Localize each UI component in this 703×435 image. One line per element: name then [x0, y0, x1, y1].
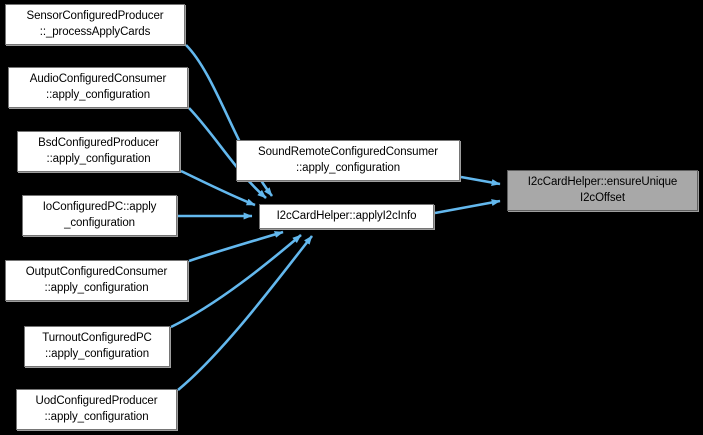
- node-label: SensorConfiguredProducer ::_processApply…: [26, 10, 164, 38]
- node-label: TurnoutConfiguredPC ::apply_configuratio…: [42, 332, 152, 360]
- node-label: UodConfiguredProducer ::apply_configurat…: [35, 395, 158, 423]
- edge-turnout-to-applyi2cinfo: [170, 234, 302, 329]
- edge-uod-to-applyi2cinfo: [177, 235, 314, 391]
- node-turnout-configured-pc[interactable]: TurnoutConfiguredPC ::apply_configuratio…: [24, 326, 170, 367]
- edge-applyi2cinfo-to-ensureunique: [434, 199, 501, 215]
- node-label: I2cCardHelper::applyI2cInfo: [276, 209, 417, 222]
- node-io-configured-pc[interactable]: IoConfiguredPC::apply _configuration: [22, 195, 177, 236]
- node-ensure-unique-i2c-offset[interactable]: I2cCardHelper::ensureUnique I2cOffset: [507, 170, 698, 211]
- node-label: AudioConfiguredConsumer ::apply_configur…: [29, 73, 167, 101]
- edge-output-to-applyi2cinfo: [188, 230, 284, 263]
- node-label: I2cCardHelper::ensureUnique I2cOffset: [527, 176, 678, 204]
- node-audio-configured-consumer[interactable]: AudioConfiguredConsumer ::apply_configur…: [8, 67, 188, 108]
- node-label: SoundRemoteConfiguredConsumer ::apply_co…: [258, 146, 438, 174]
- node-label: BsdConfiguredProducer ::apply_configurat…: [38, 137, 159, 165]
- node-label: OutputConfiguredConsumer ::apply_configu…: [25, 266, 168, 294]
- node-bsd-configured-producer[interactable]: BsdConfiguredProducer ::apply_configurat…: [17, 131, 180, 172]
- node-sound-remote-configured-consumer[interactable]: SoundRemoteConfiguredConsumer ::apply_co…: [236, 140, 460, 181]
- edge-soundremote-to-ensureunique: [460, 175, 501, 186]
- node-apply-i2c-info[interactable]: I2cCardHelper::applyI2cInfo: [259, 204, 434, 229]
- node-uod-configured-producer[interactable]: UodConfiguredProducer ::apply_configurat…: [16, 389, 177, 430]
- node-label: IoConfiguredPC::apply _configuration: [42, 201, 157, 229]
- node-output-configured-consumer[interactable]: OutputConfiguredConsumer ::apply_configu…: [5, 260, 188, 301]
- node-sensor-configured-producer[interactable]: SensorConfiguredProducer ::_processApply…: [5, 4, 185, 45]
